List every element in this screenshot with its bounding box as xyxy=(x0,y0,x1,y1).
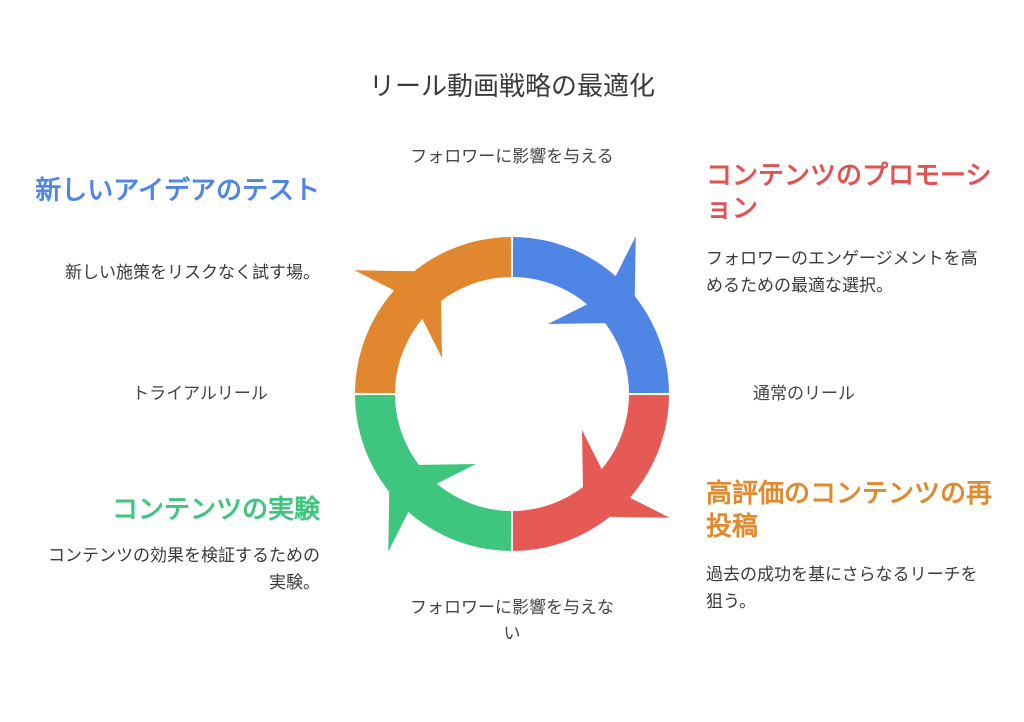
axis-label-right: 通常のリール xyxy=(753,384,855,404)
quadrant-description-bottom-left: コンテンツの効果を検証するための実験。 xyxy=(48,546,320,593)
segment-bottom-left xyxy=(355,394,512,551)
segment-bottom-right-arrowhead xyxy=(582,430,670,518)
page-title: リール動画戦略の最適化 xyxy=(368,72,655,102)
quadrant-heading-bottom-left: コンテンツの実験 xyxy=(111,495,320,525)
segment-bottom-left-arrowhead xyxy=(388,464,476,552)
segment-top-right xyxy=(512,237,669,394)
segment-bottom-right xyxy=(512,394,669,551)
quadrant-heading-top-left: 新しいアイデアのテスト xyxy=(35,176,320,206)
segment-top-right-arrowhead xyxy=(548,236,636,324)
axis-label-left: トライアルリール xyxy=(132,384,268,404)
segment-top-left-arrowhead xyxy=(354,270,442,358)
quadrant-heading-bottom-right: 高評価のコンテンツの再投稿 xyxy=(706,479,993,542)
quadrant-description-bottom-right: 過去の成功を基にさらなるリーチを狙う。 xyxy=(706,565,978,612)
quadrant-description-top-right: フォロワーのエンゲージメントを高めるための最適な選択。 xyxy=(706,249,978,296)
quadrant-description-top-left: 新しい施策をリスクなく試す場。 xyxy=(65,263,320,283)
axis-label-bottom: フォロワーに影響を与えない xyxy=(410,598,614,644)
segment-top-left xyxy=(355,237,512,394)
quadrant-heading-top-right: コンテンツのプロモーション xyxy=(706,161,992,224)
axis-label-top: フォロワーに影響を与える xyxy=(410,147,614,167)
